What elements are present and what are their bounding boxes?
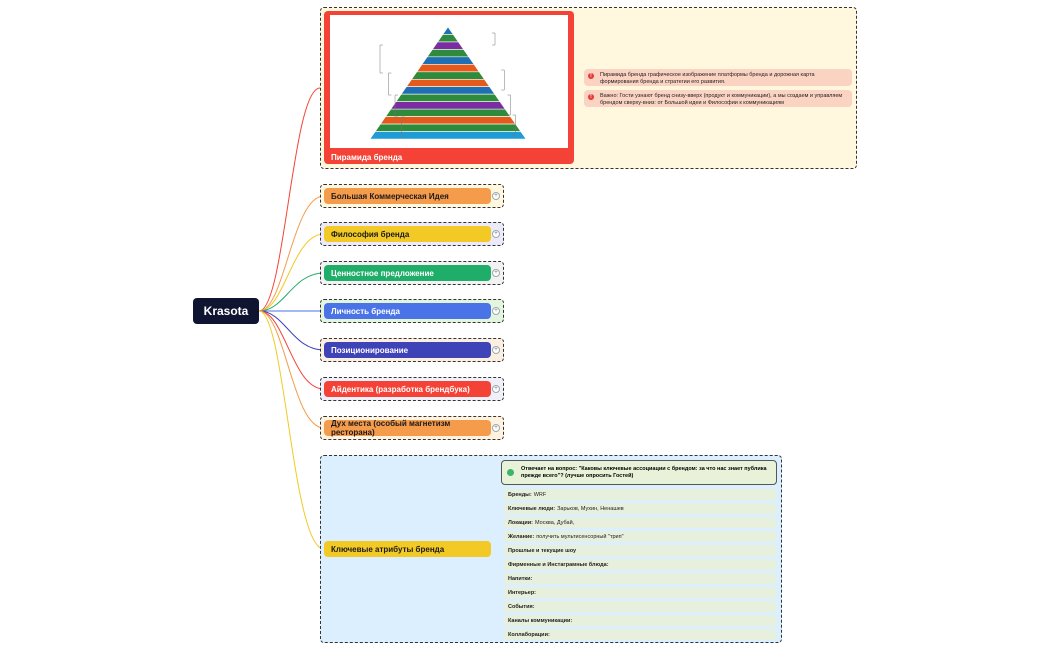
expand-icon[interactable]: + (492, 307, 500, 315)
pyramid-level (374, 123, 522, 132)
attributes-node[interactable]: Ключевые атрибуты бренда (324, 541, 491, 557)
branch-node-3[interactable]: Личность бренда (324, 303, 491, 319)
pyramid-level (431, 41, 465, 50)
pyramid-level (385, 108, 511, 117)
link-branch-1 (258, 233, 325, 312)
pyramid-bracket (379, 44, 383, 74)
link-branch-5 (258, 310, 325, 390)
pyramid-bracket (388, 72, 392, 96)
expand-icon[interactable]: + (492, 424, 500, 432)
pyramid-bracket (512, 114, 516, 136)
expand-icon[interactable]: + (492, 230, 500, 238)
pyramid-level (416, 64, 480, 73)
pyramid-level (426, 49, 470, 58)
attribute-row[interactable]: Фирменные и Инстаграмные блюда: (504, 559, 776, 570)
link-branch-6 (258, 310, 325, 429)
attribute-row[interactable]: Желание:получить мультисенсорный "трип" (504, 531, 776, 542)
pyramid-bracket (394, 94, 398, 118)
branch-node-4[interactable]: Позиционирование (324, 342, 491, 358)
pyramid-level (390, 101, 506, 110)
attribute-row[interactable]: Прошлые и текущие шоу (504, 545, 776, 556)
pyramid-diagram (369, 26, 527, 140)
pyramid-bracket (501, 69, 505, 91)
pyramid-level (442, 26, 454, 35)
info-icon: ! (588, 94, 594, 100)
link-pyramid (258, 87, 321, 312)
pyramid-image (330, 15, 568, 148)
pyramid-bracket (401, 116, 405, 138)
pyramid-card[interactable]: Пирамида бренда (324, 11, 574, 164)
link-branch-4 (258, 310, 325, 351)
pyramid-level (369, 131, 527, 140)
attributes-question: Отвечает на вопрос: "Каковы ключевые асс… (501, 460, 777, 485)
pyramid-bracket (507, 94, 511, 116)
attribute-row[interactable]: Коллаборации: (504, 629, 776, 640)
branch-node-0[interactable]: Большая Коммерческая Идея (324, 188, 491, 204)
branch-node-5[interactable]: Айдентика (разработка брендбука) (324, 381, 491, 397)
pyramid-note-1: ! Пирамида бренда графическое изображени… (584, 69, 852, 86)
pyramid-level (395, 93, 501, 102)
expand-icon[interactable]: + (492, 346, 500, 354)
branch-node-6[interactable]: Дух места (особый магнетизм ресторана) (324, 419, 491, 437)
pyramid-level (437, 34, 459, 43)
expand-icon[interactable]: + (492, 192, 500, 200)
attribute-row[interactable]: Локации:Москва, Дубай, (504, 517, 776, 528)
pyramid-level (405, 78, 491, 88)
pyramid-level (379, 116, 517, 125)
attribute-row[interactable]: События: (504, 601, 776, 612)
info-icon: ! (588, 73, 594, 79)
branch-node-1[interactable]: Философия бренда (324, 226, 491, 242)
link-attributes (258, 310, 325, 550)
link-branch-2 (258, 272, 325, 312)
link-branch-0 (258, 195, 325, 312)
attribute-row[interactable]: Напитки: (504, 573, 776, 584)
branch-node-2[interactable]: Ценностное предложение (324, 265, 491, 281)
pyramid-level (400, 86, 496, 95)
attribute-row[interactable]: Каналы коммуникации: (504, 615, 776, 626)
expand-icon[interactable]: + (492, 269, 500, 277)
root-node[interactable]: Krasota (193, 298, 259, 324)
expand-icon[interactable]: + (492, 385, 500, 393)
pyramid-note-2: ! Важно: Гости узнают бренд снизу-вверх … (584, 90, 852, 107)
pyramid-title: Пирамида бренда (331, 153, 403, 162)
pyramid-bracket (492, 32, 496, 46)
pyramid-level (421, 56, 475, 65)
attribute-row[interactable]: Ключевые люди:Зарьков, Мухин, Ненашев (504, 503, 776, 514)
lightbulb-icon (507, 469, 514, 476)
pyramid-level (411, 71, 485, 80)
attribute-row[interactable]: Интерьер: (504, 587, 776, 598)
attribute-row[interactable]: Бренды:WRF (504, 489, 776, 500)
